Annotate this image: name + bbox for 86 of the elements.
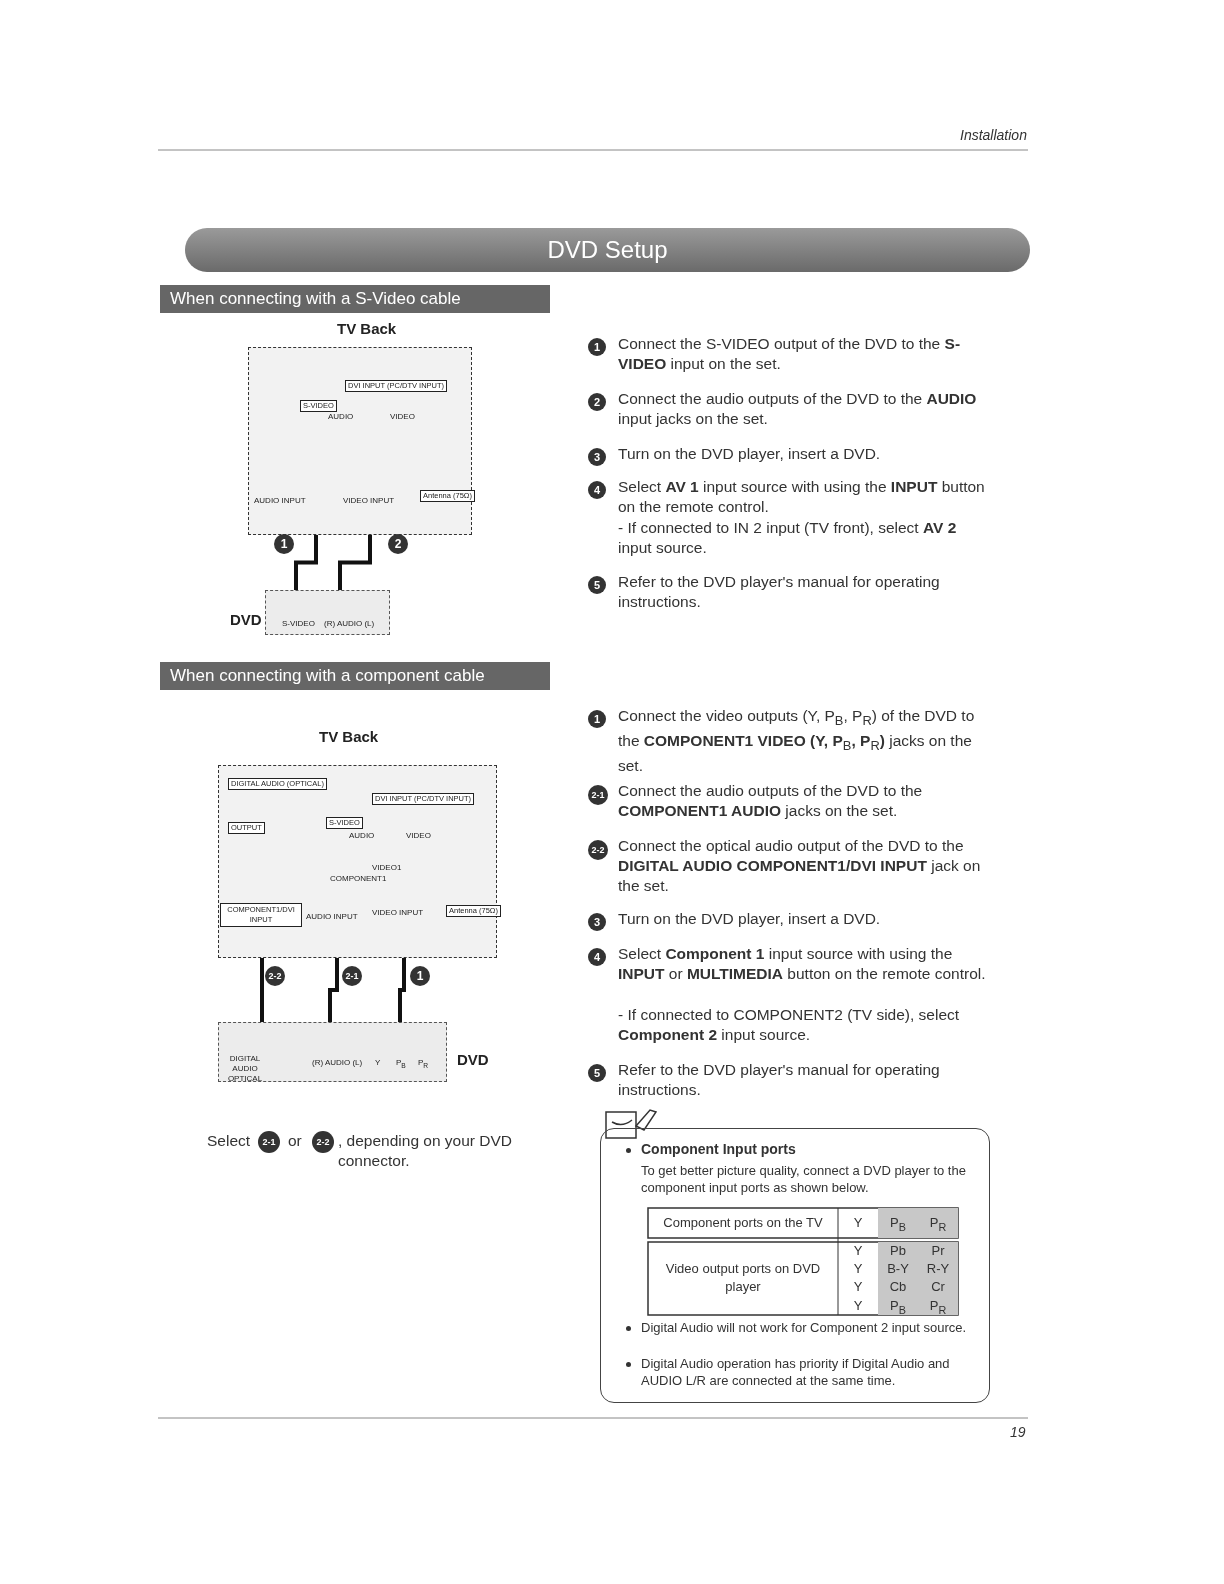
title-bar: DVD Setup [185, 228, 1030, 272]
panel-heading: TV Back [337, 320, 397, 337]
port-label: (R) AUDIO (L) [324, 619, 375, 628]
port-label: AUDIO [349, 831, 375, 840]
cable [294, 535, 318, 590]
caption-text: , depending on your DVD connector. [338, 1131, 514, 1171]
caption-text: or [288, 1131, 302, 1151]
port-label: AUDIO INPUT [306, 912, 358, 921]
cable [328, 958, 339, 1022]
callout-number: 2-1 [342, 966, 362, 986]
step-text: Connect the S-VIDEO output of the DVD to the S-VIDEO input on the set. [618, 334, 962, 374]
port-label: (R) AUDIO (L) [312, 1058, 363, 1067]
callout-number: 1 [410, 966, 430, 986]
section-banner: When connecting with a component cable [160, 662, 550, 690]
port-label: AUDIO INPUT [254, 496, 306, 505]
step-number: 2-1 [258, 1131, 280, 1153]
step-number: 2-1 [588, 785, 608, 805]
port-label: VIDEO INPUT [372, 908, 424, 917]
port-label: AUDIO [328, 412, 354, 421]
step-number: 4 [588, 481, 606, 499]
note-text: To get better picture quality, connect a DVD player to the component input ports as shown below. [641, 1162, 967, 1196]
step-number: 3 [588, 913, 606, 931]
callout-number: 1 [274, 534, 294, 554]
table-cell: Pr [918, 1242, 958, 1260]
callout-number: 2-2 [265, 966, 285, 986]
table-cell-text: Y [852, 1214, 864, 1232]
running-header: Installation [960, 127, 1027, 143]
step-number: 3 [588, 448, 606, 466]
panel-heading: TV Back [319, 728, 379, 745]
step-text: - If connected to COMPONENT2 (TV side), select Component 2 input source. [618, 1005, 961, 1045]
page-number: 19 [1010, 1424, 1026, 1440]
step-text: Refer to the DVD player's manual for operating instructions. [618, 572, 941, 612]
table-cell: Cr [918, 1278, 958, 1296]
table-cell-text: Y [852, 1278, 864, 1296]
table-cell: P$_{R}$ [918, 1296, 958, 1315]
note-heading: Component Input ports [641, 1141, 797, 1158]
note-text: Digital Audio will not work for Component 2 input source. [641, 1319, 968, 1336]
step-number: 1 [588, 338, 606, 356]
device-label: DVD [457, 1051, 489, 1068]
step-number: 2-2 [312, 1131, 334, 1153]
note-text: Digital Audio operation has priority if Digital Audio and AUDIO L/R are connected at the same time. [641, 1355, 951, 1389]
port-label: Y [375, 1058, 381, 1067]
port-label: P$_{B}$ [396, 1058, 406, 1070]
section-banner: When connecting with a S-Video cable [160, 285, 550, 313]
table-cell: P$_{B}$ [878, 1208, 918, 1238]
port-label: S-VIDEO [282, 619, 315, 628]
table-cell-text: Y [852, 1242, 864, 1260]
step-number: 4 [588, 948, 606, 966]
device-label: DVD [230, 611, 262, 628]
table-cell: Cb [878, 1278, 918, 1296]
step-text: Connect the audio outputs of the DVD to the AUDIO input jacks on the set. [618, 389, 978, 429]
step-number: 5 [588, 1064, 606, 1082]
table-cell-text: Component ports on the TV [662, 1214, 824, 1232]
port-label: P$_{R}$ [418, 1058, 429, 1070]
step-text: Select Component 1 input source with using the INPUT or MULTIMEDIA button on the remote control. [618, 944, 987, 984]
table-cell-text: Y [852, 1260, 864, 1278]
step-number: 2 [588, 393, 606, 411]
table-cell: B-Y [878, 1260, 918, 1278]
port-label: VIDEO [390, 412, 415, 421]
step-number: 1 [588, 710, 606, 728]
caption-text: Select [207, 1131, 251, 1151]
step-text: Select AV 1 input source with using the INPUT button on the remote control. [618, 477, 986, 517]
table-cell-text: Y [852, 1297, 864, 1315]
step-number: 2-2 [588, 840, 608, 860]
step-number: 5 [588, 576, 606, 594]
step-text: Connect the audio outputs of the DVD to the COMPONENT1 AUDIO jacks on the set. [618, 781, 924, 821]
step-text: Turn on the DVD player, insert a DVD. [618, 444, 882, 464]
cable [398, 958, 406, 1022]
table-cell: R-Y [918, 1260, 958, 1278]
table-cell: Pb [878, 1242, 918, 1260]
port-label: VIDEO1 [372, 863, 402, 872]
step-text: - If connected to IN 2 input (TV front), select AV 2 input source. [618, 518, 958, 558]
port-label: VIDEO [406, 831, 431, 840]
port-label: DIGITAL AUDIO OPTICAL [226, 1054, 264, 1084]
step-text: Connect the optical audio output of the DVD to the DIGITAL AUDIO COMPONENT1/DVI INPUT jack on the set. [618, 836, 982, 896]
step-text: Turn on the DVD player, insert a DVD. [618, 909, 882, 929]
callout-number: 2 [388, 534, 408, 554]
table-cell: P$_{B}$ [878, 1296, 918, 1315]
table-cell-text: Video output ports on DVD player [664, 1260, 822, 1296]
cable [338, 535, 372, 590]
table-cell: P$_{R}$ [918, 1208, 958, 1238]
port-label: VIDEO INPUT [343, 496, 395, 505]
step-text: Refer to the DVD player's manual for operating instructions. [618, 1060, 941, 1100]
cable [260, 958, 264, 1022]
port-label: COMPONENT1 [330, 874, 387, 883]
step-text: Connect the video outputs (Y, P$_{B}$, P$_{R}$) of the DVD to the COMPONENT1 VIDEO (Y, P$_{B}$, P$_{R}$) jacks on the set. [618, 706, 976, 777]
